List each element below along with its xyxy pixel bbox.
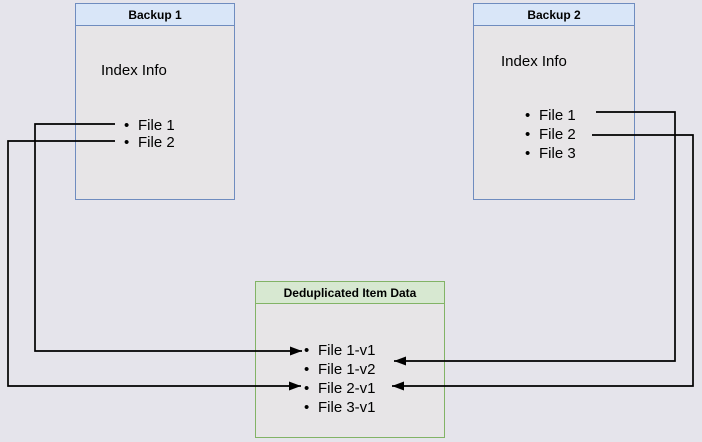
bullet-icon: • [304,399,310,416]
dedup-header: Deduplicated Item Data [256,282,444,304]
backup1-header: Backup 1 [76,4,234,26]
dedup-file1v2-label: File 1-v2 [318,361,376,378]
dedup-file1v1-label: File 1-v1 [318,342,376,359]
list-item: • File 2 [525,125,576,144]
backup1-file2-label: File 2 [138,134,175,151]
backup2-file-list: • File 1 • File 2 • File 3 [525,106,576,163]
backup1-title: Backup 1 [128,7,182,22]
backup1-index-info-label: Index Info [101,62,167,79]
bullet-icon: • [525,145,531,162]
dedup-file2v1-label: File 2-v1 [318,380,376,397]
bullet-icon: • [304,361,310,378]
backup1-box: Backup 1 Index Info • File 1 • File 2 [75,3,235,200]
list-item: • File 2 [124,134,175,151]
bullet-icon: • [525,126,531,143]
backup1-file1-label: File 1 [138,117,175,134]
backup2-file1-label: File 1 [539,107,576,124]
backup1-file-list: • File 1 • File 2 [124,117,175,151]
backup2-title: Backup 2 [527,7,581,22]
dedup-file-list: • File 1-v1 • File 1-v2 • File 2-v1 • Fi… [304,341,376,417]
bullet-icon: • [304,380,310,397]
backup2-header: Backup 2 [474,4,634,26]
bullet-icon: • [124,117,130,134]
list-item: • File 3-v1 [304,398,376,417]
backup2-file2-label: File 2 [539,126,576,143]
list-item: • File 3 [525,144,576,163]
deduplicated-item-data-box: Deduplicated Item Data • File 1-v1 • Fil… [255,281,445,438]
dedup-title: Deduplicated Item Data [283,285,417,300]
list-item: • File 1-v1 [304,341,376,360]
bullet-icon: • [304,342,310,359]
list-item: • File 2-v1 [304,379,376,398]
list-item: • File 1-v2 [304,360,376,379]
list-item: • File 1 [124,117,175,134]
list-item: • File 1 [525,106,576,125]
bullet-icon: • [525,107,531,124]
backup2-index-info-label: Index Info [501,53,567,70]
backup2-box: Backup 2 Index Info • File 1 • File 2 • … [473,3,635,200]
backup2-file3-label: File 3 [539,145,576,162]
bullet-icon: • [124,134,130,151]
dedup-file3v1-label: File 3-v1 [318,399,376,416]
